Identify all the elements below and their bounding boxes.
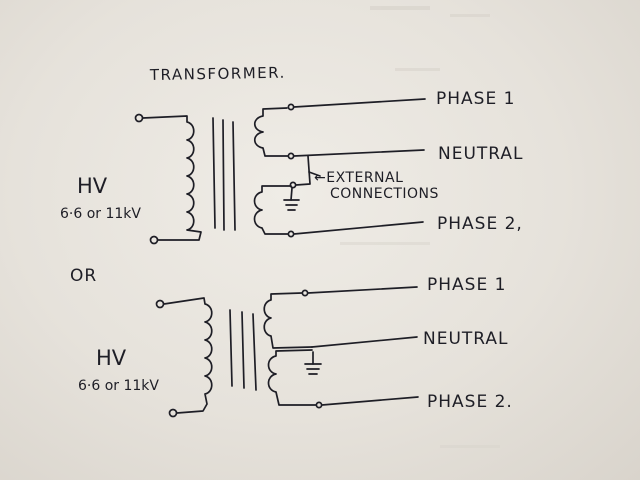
secondary-winding-top-lower <box>253 185 292 235</box>
secondary-winding-top-upper <box>253 107 289 157</box>
lead-phase1-bottom <box>307 286 418 294</box>
hv-terminal-top-2 <box>149 235 159 245</box>
output-label-neutral-top: NEUTRAL <box>438 144 524 164</box>
lead-phase2-bottom <box>321 396 419 406</box>
hv-label-top: HV <box>77 174 108 198</box>
hv-terminal-top-1 <box>134 113 144 123</box>
external-link-top <box>295 155 311 186</box>
core-line-bottom-1 <box>229 309 233 387</box>
annotation-external: ←EXTERNAL <box>314 170 403 186</box>
top-diagram: HV 6·6 or 11kV PHASE 1 NEUTRAL PHASE 2, … <box>60 89 524 245</box>
output-label-neutral-bottom: NEUTRAL <box>423 329 509 349</box>
output-label-phase2-bottom: PHASE 2. <box>427 392 513 412</box>
secondary-terminal-top-1 <box>287 103 295 111</box>
output-label-phase2-top: PHASE 2, <box>437 214 523 234</box>
hv-rating-top: 6·6 or 11kV <box>60 206 141 222</box>
annotation-connections: CONNECTIONS <box>330 186 439 202</box>
secondary-terminal-bottom-1 <box>301 289 309 297</box>
lead-neutral-top <box>293 149 425 157</box>
lead-phase2-top <box>293 221 424 235</box>
earth-symbol-bottom-icon <box>304 351 322 375</box>
primary-winding-bottom <box>163 297 213 414</box>
output-label-phase1-bottom: PHASE 1 <box>427 275 506 295</box>
hv-rating-bottom: 6·6 or 11kV <box>78 378 159 394</box>
core-line-bottom-2 <box>241 311 245 389</box>
show-through-text <box>340 6 500 448</box>
primary-winding-top <box>142 115 202 241</box>
secondary-terminal-top-4 <box>287 230 295 238</box>
annotation-arrow-icon <box>308 171 321 177</box>
core-line-bottom-3 <box>252 313 257 391</box>
hv-terminal-bottom-1 <box>155 299 165 309</box>
core-line-top-3 <box>232 121 236 231</box>
lead-neutral-bottom <box>311 336 418 348</box>
hv-label-bottom: HV <box>96 346 127 370</box>
core-line-top-1 <box>212 117 216 229</box>
earth-symbol-top-icon <box>283 187 300 211</box>
lead-phase1-top <box>293 98 426 108</box>
secondary-winding-bottom-lower <box>267 349 317 406</box>
title-transformer: TRANSFORMER. <box>149 64 286 84</box>
secondary-terminal-bottom-2 <box>315 401 323 409</box>
output-label-phase1-top: PHASE 1 <box>436 89 515 109</box>
secondary-winding-bottom-upper <box>263 292 313 349</box>
bottom-diagram: HV 6·6 or 11kV PHASE 1 NEUTRAL PHASE 2. <box>78 275 513 418</box>
core-line-top-2 <box>222 119 225 231</box>
secondary-terminal-top-2 <box>287 152 295 160</box>
separator-or: OR <box>70 266 97 286</box>
hv-terminal-bottom-2 <box>168 408 178 418</box>
secondary-terminal-top-3 <box>289 181 297 189</box>
